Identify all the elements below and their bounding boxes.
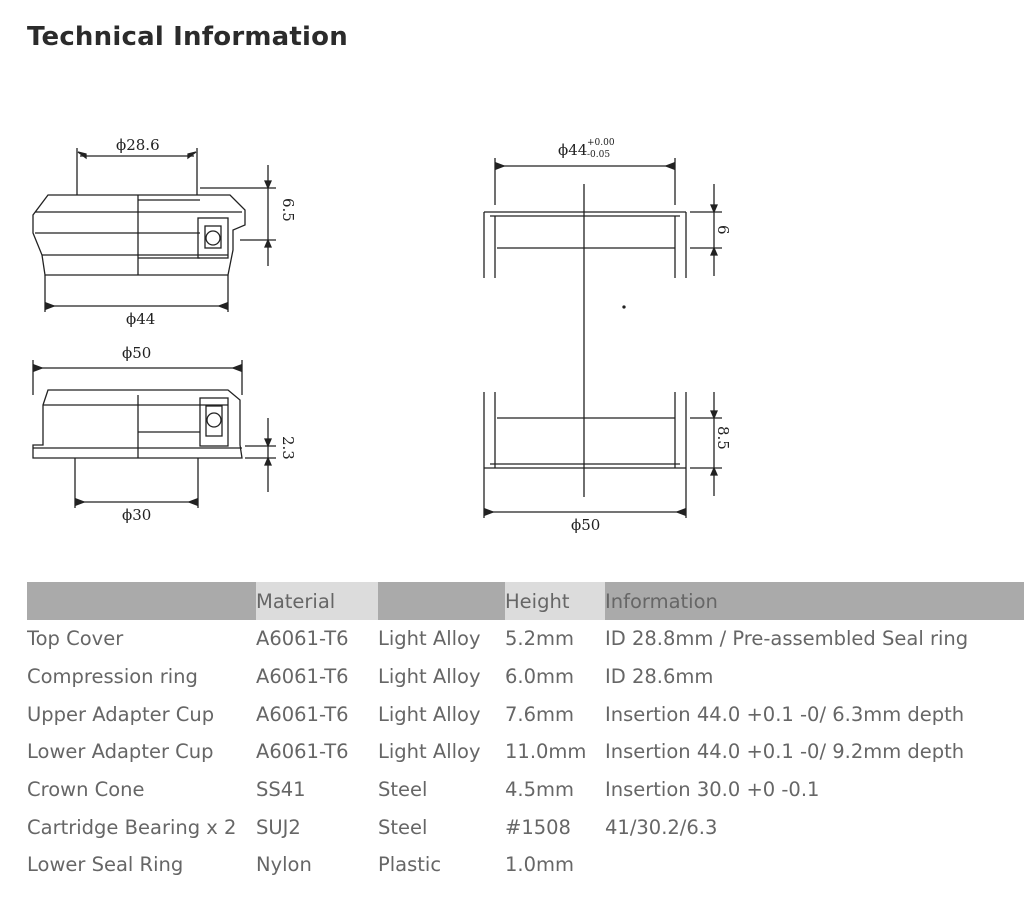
cell-material: A6061-T6 <box>256 702 349 726</box>
cell-information: Insertion 30.0 +0 -0.1 <box>605 778 820 802</box>
section-title: Technical Information <box>27 22 348 52</box>
table-row: Upper Adapter Cup A6061-T6 Light Alloy 7… <box>27 695 1024 733</box>
cell-material: SUJ2 <box>256 815 301 839</box>
table-row: Lower Adapter Cup A6061-T6 Light Alloy 1… <box>27 733 1024 771</box>
cell-information: 41/30.2/6.3 <box>605 815 718 839</box>
spec-table: Material Height Information Top Cover A6… <box>27 582 1024 884</box>
cell-part: Compression ring <box>27 665 198 689</box>
dim-top-width: ϕ28.6 <box>116 136 160 154</box>
table-row: Cartridge Bearing x 2 SUJ2 Steel #1508 4… <box>27 808 1024 846</box>
cell-type: Light Alloy <box>378 702 481 726</box>
dim-cup-width: ϕ44 <box>558 141 587 159</box>
dim-lower-height: 8.5 <box>714 426 732 450</box>
cell-height: 7.6mm <box>505 702 575 726</box>
table-row: Compression ring A6061-T6 Light Alloy 6.… <box>27 658 1024 696</box>
cell-part: Lower Seal Ring <box>27 853 184 877</box>
dim-cup-tol-plus: +0.00 <box>587 138 615 148</box>
dim-top-height: 6.5 <box>279 198 297 222</box>
table-row: Top Cover A6061-T6 Light Alloy 5.2mm ID … <box>27 620 1024 658</box>
cell-type: Light Alloy <box>378 665 481 689</box>
cell-part: Crown Cone <box>27 778 145 802</box>
dim-bottom-height: 2.3 <box>279 436 297 460</box>
header-information: Information <box>605 582 1024 620</box>
cell-height: 4.5mm <box>505 778 575 802</box>
cell-material: A6061-T6 <box>256 665 349 689</box>
cell-part: Cartridge Bearing x 2 <box>27 815 237 839</box>
cell-part: Upper Adapter Cup <box>27 702 215 726</box>
cell-type: Plastic <box>378 853 442 877</box>
spec-table-header: Material Height Information <box>27 582 1024 620</box>
cell-information: ID 28.8mm / Pre-assembled Seal ring <box>605 627 969 651</box>
cell-height: #1508 <box>505 815 571 839</box>
dim-upper-height: 6 <box>714 225 732 235</box>
cell-information: Insertion 44.0 +0.1 -0/ 9.2mm depth <box>605 740 965 764</box>
technical-drawing: ϕ28.6 6.5 ϕ44 ϕ50 2.3 ϕ30 ϕ44 +0.00 -0.0… <box>32 136 732 534</box>
header-material: Material <box>256 582 378 620</box>
cell-type: Light Alloy <box>378 740 481 764</box>
cell-material: SS41 <box>256 778 306 802</box>
dim-frame-width: ϕ50 <box>571 516 600 534</box>
dim-bottom-base: ϕ30 <box>122 506 151 524</box>
dim-top-base: ϕ44 <box>126 310 155 328</box>
table-row: Crown Cone SS41 Steel 4.5mm Insertion 30… <box>27 771 1024 809</box>
cell-height: 1.0mm <box>505 853 575 877</box>
cell-type: Steel <box>378 815 428 839</box>
header-height: Height <box>505 582 605 620</box>
cell-information: ID 28.6mm <box>605 665 714 689</box>
cell-material: A6061-T6 <box>256 627 349 651</box>
header-type <box>378 582 505 620</box>
dim-bottom-width: ϕ50 <box>122 344 151 362</box>
cell-height: 11.0mm <box>505 740 587 764</box>
dim-cup-tol-minus: -0.05 <box>587 150 610 160</box>
cell-type: Light Alloy <box>378 627 481 651</box>
header-part <box>27 582 256 620</box>
table-row: Lower Seal Ring Nylon Plastic 1.0mm <box>27 846 1024 884</box>
cell-height: 6.0mm <box>505 665 575 689</box>
cell-material: Nylon <box>256 853 312 877</box>
cell-type: Steel <box>378 778 428 802</box>
cell-information: Insertion 44.0 +0.1 -0/ 6.3mm depth <box>605 702 965 726</box>
cell-height: 5.2mm <box>505 627 575 651</box>
cell-information <box>605 846 1024 884</box>
cell-part: Lower Adapter Cup <box>27 740 214 764</box>
cell-part: Top Cover <box>27 627 124 651</box>
cell-material: A6061-T6 <box>256 740 349 764</box>
